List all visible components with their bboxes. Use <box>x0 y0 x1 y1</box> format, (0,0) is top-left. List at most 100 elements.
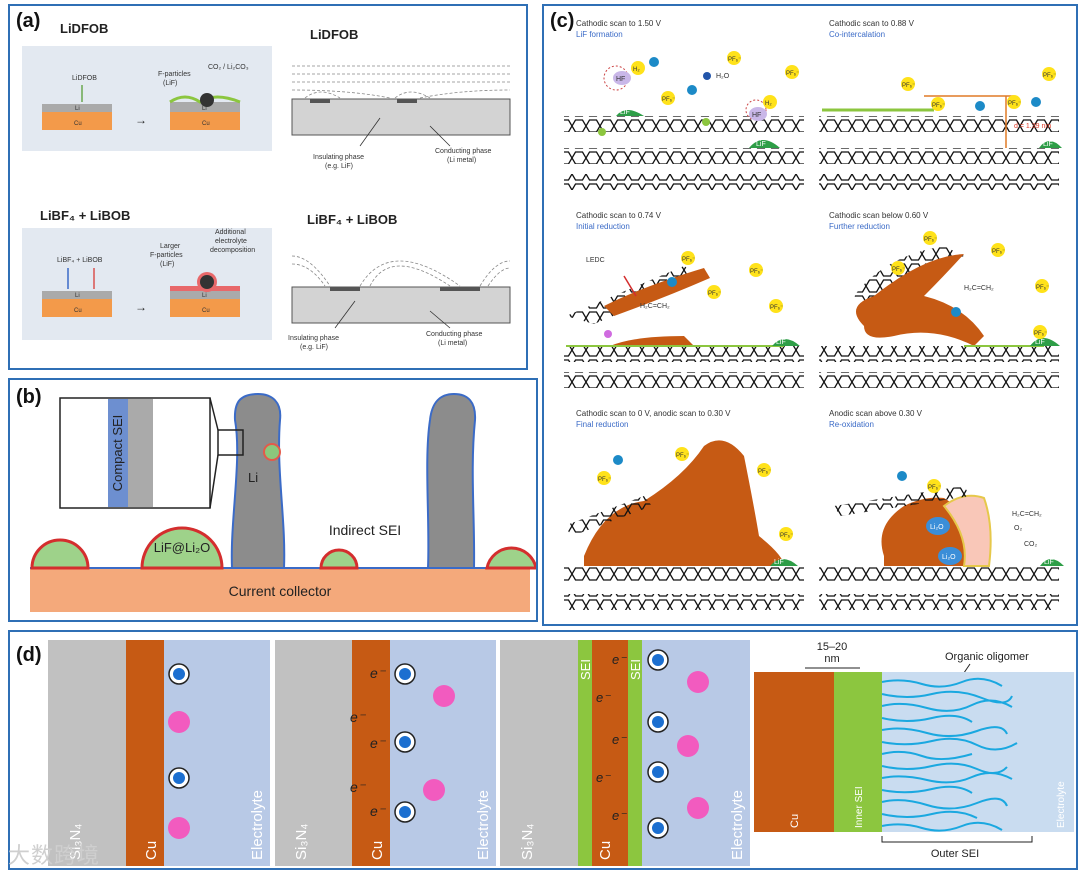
c-p3-pf6-blob-1 <box>681 251 695 265</box>
d2-cu <box>352 640 390 866</box>
d2-cations <box>394 663 416 823</box>
c-p3-purple-dot <box>604 330 612 338</box>
a-top-left-li2: Li <box>202 106 207 112</box>
d3-sei-left <box>578 640 592 866</box>
c-p3-sei-bottom <box>610 336 694 346</box>
c-p1-stage: LiF formation <box>576 30 623 39</box>
b-dendrite-1 <box>230 392 286 569</box>
a-top-title-right: LiDFOB <box>310 27 358 42</box>
c-p1-pf6-blob-3 <box>785 65 799 79</box>
c-p5-lif-deposit <box>770 559 798 566</box>
c-p1-li-ion-2 <box>649 57 659 67</box>
d2-si3n4 <box>275 640 352 866</box>
d4-electrolyte <box>882 672 1074 832</box>
panel-d-label: (d) <box>16 644 42 666</box>
b-particle-4 <box>485 546 536 570</box>
d4-oligomer-chains <box>881 677 1018 832</box>
c-p2-graphite-3 <box>819 174 1059 190</box>
c-p1-water <box>703 72 711 80</box>
a-top-left-cu2: Cu <box>202 121 210 127</box>
c-p6-li2o-label-1: Li₂O <box>930 524 944 531</box>
d3-sei-right <box>628 640 642 866</box>
d3-electrolyte-label: Electrolyte <box>729 790 746 860</box>
a-top-left-cu-layer <box>42 112 112 130</box>
d3-cu-label: Cu <box>597 841 614 860</box>
c-p3-pf6-1: PF₆⁻ <box>682 257 695 263</box>
c-p6-li2o-1 <box>926 517 950 535</box>
c-p5-li-ion <box>613 455 623 465</box>
c-p1-pf6-2: PF₆⁻ <box>662 97 675 103</box>
c-p4-li-ion <box>951 307 961 317</box>
panel-b-diagram: Current collector Li LiF@Li₂O Indirect S… <box>30 392 536 612</box>
c-p2-pf6-3: PF₆⁻ <box>1008 101 1021 107</box>
d1-electrolyte-label: Electrolyte <box>249 790 266 860</box>
c-p1-hf: HF <box>616 76 625 83</box>
c-p5-graphite-2 <box>564 566 804 582</box>
d3-e2: e⁻ <box>596 690 611 705</box>
d2-e1: e⁻ <box>370 665 387 681</box>
a-bottom-left-arrow-label: LiBF₄ + LiBOB <box>57 257 103 264</box>
a-top-right-insulating: Insulating phase <box>313 154 364 161</box>
c-p5-pf6-blob-1 <box>597 471 611 485</box>
c-p1-lif-2: LiF <box>756 141 766 148</box>
d4-range: 15–20 <box>817 641 848 653</box>
c-p1-li-ion-1 <box>687 85 697 95</box>
d2-e5: e⁻ <box>370 803 387 819</box>
c-p6-graphite-bent <box>834 486 970 516</box>
a-top-left-li-layer <box>42 104 112 112</box>
d3-e4: e⁻ <box>596 770 611 785</box>
c-p3-lif-deposit <box>772 339 800 346</box>
c-p1-pf6: PF₆⁻ <box>728 57 741 63</box>
d4-oligomer: Organic oligomer <box>945 651 1029 663</box>
c-p4-lif: LiF <box>1035 339 1045 346</box>
c-p1-scan: Cathodic scan to 1.50 V <box>576 19 662 28</box>
b-li-label: Li <box>248 470 258 485</box>
c-p3-stage: Initial reduction <box>576 222 630 231</box>
d3-anions <box>677 671 709 819</box>
b-zoom-box <box>217 429 244 456</box>
panel-a: (a) LiDFOB LiDFOB LiDFOB Li Cu → Li Cu F… <box>8 4 528 370</box>
c-p2-pf6-blob-1 <box>901 77 915 91</box>
d4-inner-sei <box>834 672 882 832</box>
d2-si3n4-label: Si₃N₄ <box>293 824 310 860</box>
a-top-right-pointer1 <box>359 117 381 147</box>
a-top-left-green-film <box>169 95 241 104</box>
c-p5-scan: Cathodic scan to 0 V, anodic scan to 0.3… <box>576 409 731 418</box>
d1-cu-label: Cu <box>143 841 160 860</box>
c-p6-li-ion <box>897 471 907 481</box>
c-p3-pf6-blob-3 <box>707 285 721 299</box>
c-p1-lif-deposit-2 <box>749 140 780 148</box>
c-p2-li-ion <box>975 101 985 111</box>
a-top-left-arrow: → <box>135 113 147 127</box>
panel-a-diagram: LiDFOB LiDFOB LiDFOB Li Cu → Li Cu F-par… <box>22 21 511 351</box>
c-p2-lif: LiF <box>1043 141 1053 148</box>
c-p4-pf6-5: PF₆⁻ <box>1034 331 1047 337</box>
c-p4-scan: Cathodic scan below 0.60 V <box>829 211 929 220</box>
a-top-title: LiDFOB <box>60 21 108 36</box>
c-p5-graphite-3 <box>564 594 804 610</box>
a-bottom-left-particles2: (LiF) <box>160 261 174 268</box>
a-top-left-particles: F-particles <box>158 71 191 78</box>
c-p3-pf6-2: PF₆⁻ <box>750 269 763 275</box>
c-p6-scan: Anodic scan above 0.30 V <box>829 409 923 418</box>
b-zoom-line-2 <box>209 454 219 509</box>
a-top-right-insul-2 <box>397 99 417 103</box>
d4-outer-bracket <box>881 836 1033 843</box>
c-p1-graphite-1 <box>564 116 804 132</box>
c-p3-red-arrow <box>623 275 637 297</box>
b-lif-label: LiF@Li₂O <box>154 540 211 555</box>
c-p3-scan: Cathodic scan to 0.74 V <box>576 211 662 220</box>
c-p2-scan: Cathodic scan to 0.88 V <box>829 19 915 28</box>
c-p5-pf6-3: PF₆⁻ <box>758 469 771 475</box>
d4-nm: nm <box>824 653 839 665</box>
a-top-left-co2: CO₂ / Li₂CO₃ <box>208 64 249 71</box>
a-bottom-right-insul-1 <box>330 287 360 291</box>
c-p2-pf6-4: PF₆⁻ <box>1043 73 1056 79</box>
a-bottom-left-li: Li <box>75 293 80 299</box>
c-p2-stage: Co-intercalation <box>829 30 885 39</box>
panel-d: (d) Si₃N₄ Cu Electrolyte Si₃N₄ Cu Electr… <box>8 630 1078 870</box>
c-p1-h2-blob-2 <box>763 95 777 109</box>
d1-si3n4 <box>48 640 126 866</box>
c-p4-graphite-3 <box>819 372 1059 388</box>
c-p2-pf6-blob-2 <box>931 97 945 111</box>
